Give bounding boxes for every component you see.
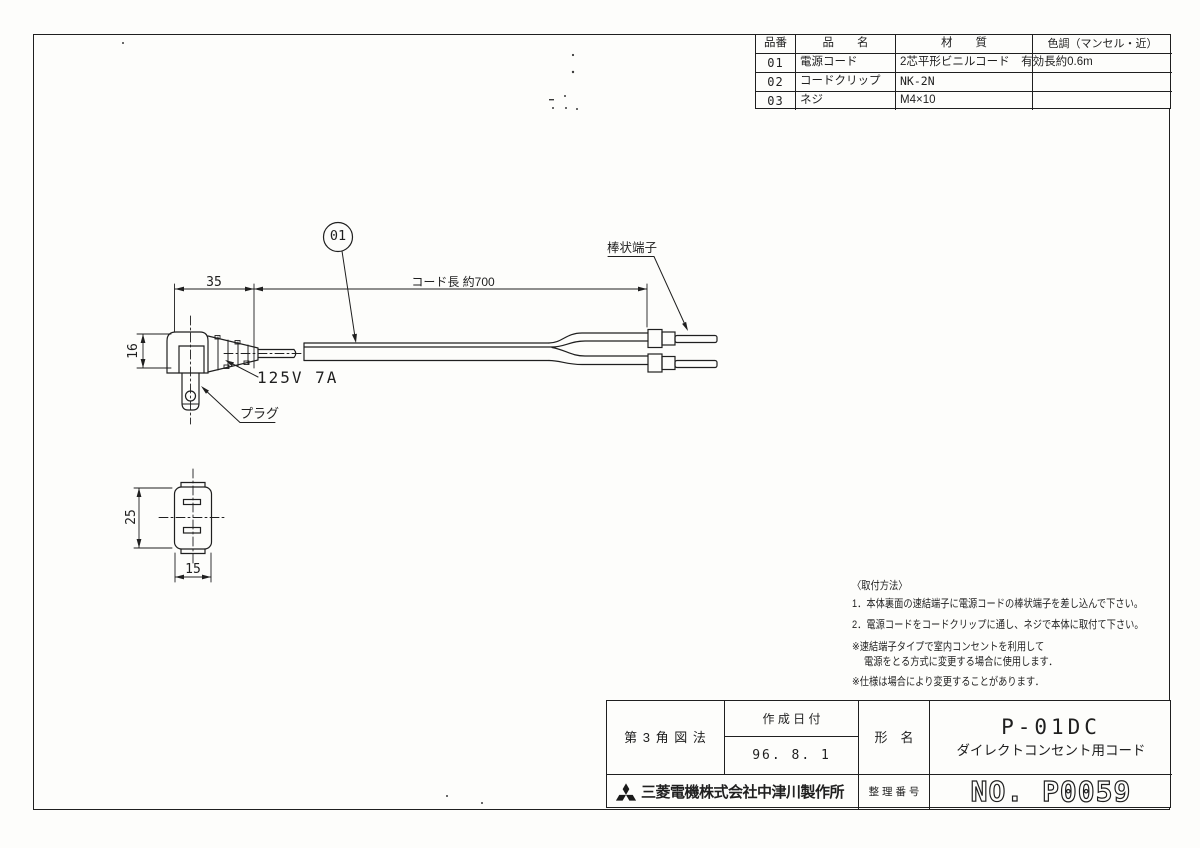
drawing-border <box>33 34 1170 810</box>
dimension-16-text: 16 <box>125 343 141 359</box>
part-row-material: NK-2N <box>896 73 1033 92</box>
part-row-name: ネジ <box>796 92 896 110</box>
parts-header-color: 色調（マンセル・近） <box>1033 35 1172 54</box>
part-row-no: 01 <box>756 54 796 73</box>
balloon-number: 01 <box>329 228 347 244</box>
rating-label: 125V 7A <box>257 368 339 387</box>
parts-header-material: 材 質 <box>896 35 1033 54</box>
part-row-no: 02 <box>756 73 796 92</box>
ref-number-cell: NO. P0059 <box>930 774 1172 809</box>
dimension-25 <box>133 487 173 549</box>
parts-header-no: 品番 <box>756 35 796 54</box>
company-cell: 三菱電機株式会社中津川製作所 <box>607 774 859 809</box>
parts-table: 品番 品 名 材 質 色調（マンセル・近） 01 電源コード 2芯平形ビニルコー… <box>755 34 1172 110</box>
part-row-color <box>1033 73 1172 92</box>
dimension-cord-length-text: コード長 約700 <box>411 275 495 289</box>
mitsubishi-three-diamonds-icon <box>614 782 638 802</box>
plug-front-view <box>158 468 228 567</box>
parts-header-name: 品 名 <box>796 35 896 54</box>
part-row-material: M4×10 <box>896 92 1033 110</box>
plug-label: プラグ <box>240 406 280 421</box>
title-block: 第 3 角 図 法 作 成 日 付 96. 8. 1 形 名 P-01DC ダイ… <box>606 700 1172 809</box>
scan-artifacts <box>122 42 578 804</box>
leader-rating <box>225 360 259 378</box>
model-label: 形 名 <box>859 701 930 774</box>
notes-remark-1: ※速結端子タイプで室内コンセントを利用して <box>852 641 1045 653</box>
part-row-color <box>1033 54 1172 73</box>
leader-rod-terminal <box>607 256 688 331</box>
ref-number-value: NO. P0059 <box>971 775 1132 808</box>
part-row-name: 電源コード <box>796 54 896 73</box>
leader-plug <box>201 386 276 423</box>
model-number: P-01DC <box>1001 715 1101 740</box>
dimension-cord-length <box>253 283 648 328</box>
plug-side-view <box>166 315 304 425</box>
dimension-35-text: 35 <box>206 275 222 290</box>
part-row-material: 2芯平形ビニルコード 有効長約0.6m <box>896 54 1093 73</box>
notes-title: 〈取付方法〉 <box>852 580 908 592</box>
dimension-35 <box>174 283 255 369</box>
dimension-16 <box>136 333 172 369</box>
part-row-color <box>1033 92 1172 110</box>
date-label: 作 成 日 付 <box>725 701 859 737</box>
dimension-25-text: 25 <box>123 509 139 525</box>
projection-method: 第 3 角 図 法 <box>607 701 725 774</box>
dimension-15-text: 15 <box>185 562 201 577</box>
rod-terminals <box>647 328 718 373</box>
notes-remark-1b: 電源をとる方式に変更する場合に使用します． <box>864 656 1058 668</box>
company-name: 三菱電機株式会社中津川製作所 <box>641 783 845 801</box>
notes-step-1: 1．本体裏面の速結端子に電源コードの棒状端子を差し込んで下さい。 <box>852 598 1144 610</box>
model-description: ダイレクトコンセント用コード <box>956 743 1146 759</box>
notes-step-2: 2．電源コードをコードクリップに通し、ネジで本体に取付て下さい。 <box>852 619 1144 631</box>
date-value: 96. 8. 1 <box>725 737 859 774</box>
ref-number-label: 整 理 番 号 <box>859 774 930 809</box>
part-row-no: 03 <box>756 92 796 110</box>
part-row-name: コードクリップ <box>796 73 896 92</box>
model-cell: P-01DC ダイレクトコンセント用コード <box>930 701 1172 774</box>
notes-remark-2: ※仕様は場合により変更することがあります． <box>852 676 1044 688</box>
dimension-15 <box>174 552 212 583</box>
power-cord <box>303 332 649 366</box>
balloon-01 <box>322 221 357 343</box>
ref-number-outline: NO. P0059 <box>970 775 1132 809</box>
rod-terminal-label: 棒状端子 <box>607 241 658 255</box>
